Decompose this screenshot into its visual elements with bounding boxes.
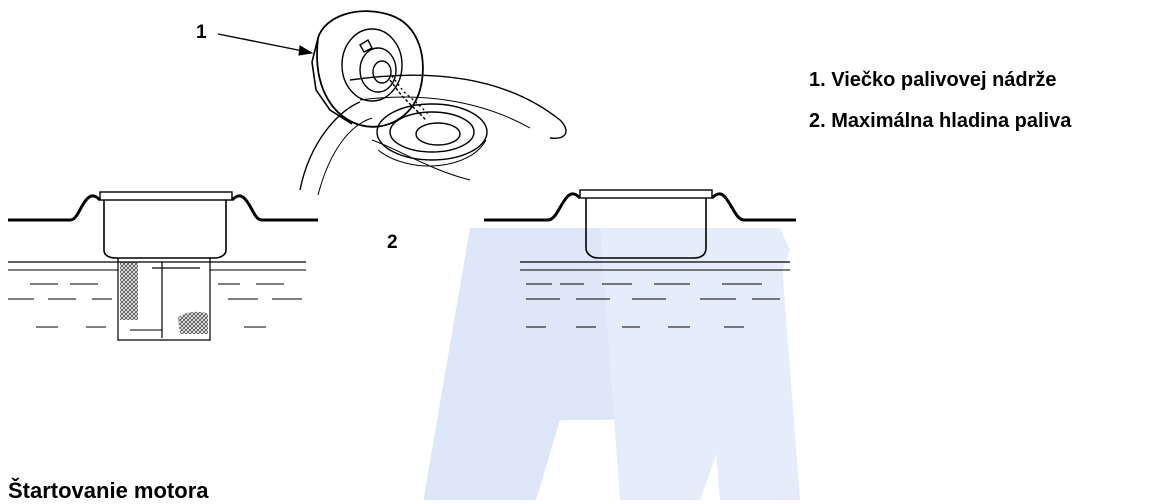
callout-1-arrow xyxy=(217,33,314,56)
callout-number-1: 1 xyxy=(196,22,207,43)
tank-without-strainer-drawing xyxy=(484,189,796,328)
legend-item-max-fuel-level: 2. Maximálna hladina paliva xyxy=(809,110,1072,132)
section-heading: Štartovanie motora xyxy=(8,478,209,503)
tank-with-strainer-drawing xyxy=(8,191,318,341)
callout-number-2: 2 xyxy=(387,232,398,253)
figure-legend: 1. Viečko palivovej nádrže 2. Maximálna … xyxy=(809,68,1071,150)
fuel-cap-drawing xyxy=(299,10,567,196)
legend-item-fuel-cap: 1. Viečko palivovej nádrže xyxy=(809,69,1057,91)
